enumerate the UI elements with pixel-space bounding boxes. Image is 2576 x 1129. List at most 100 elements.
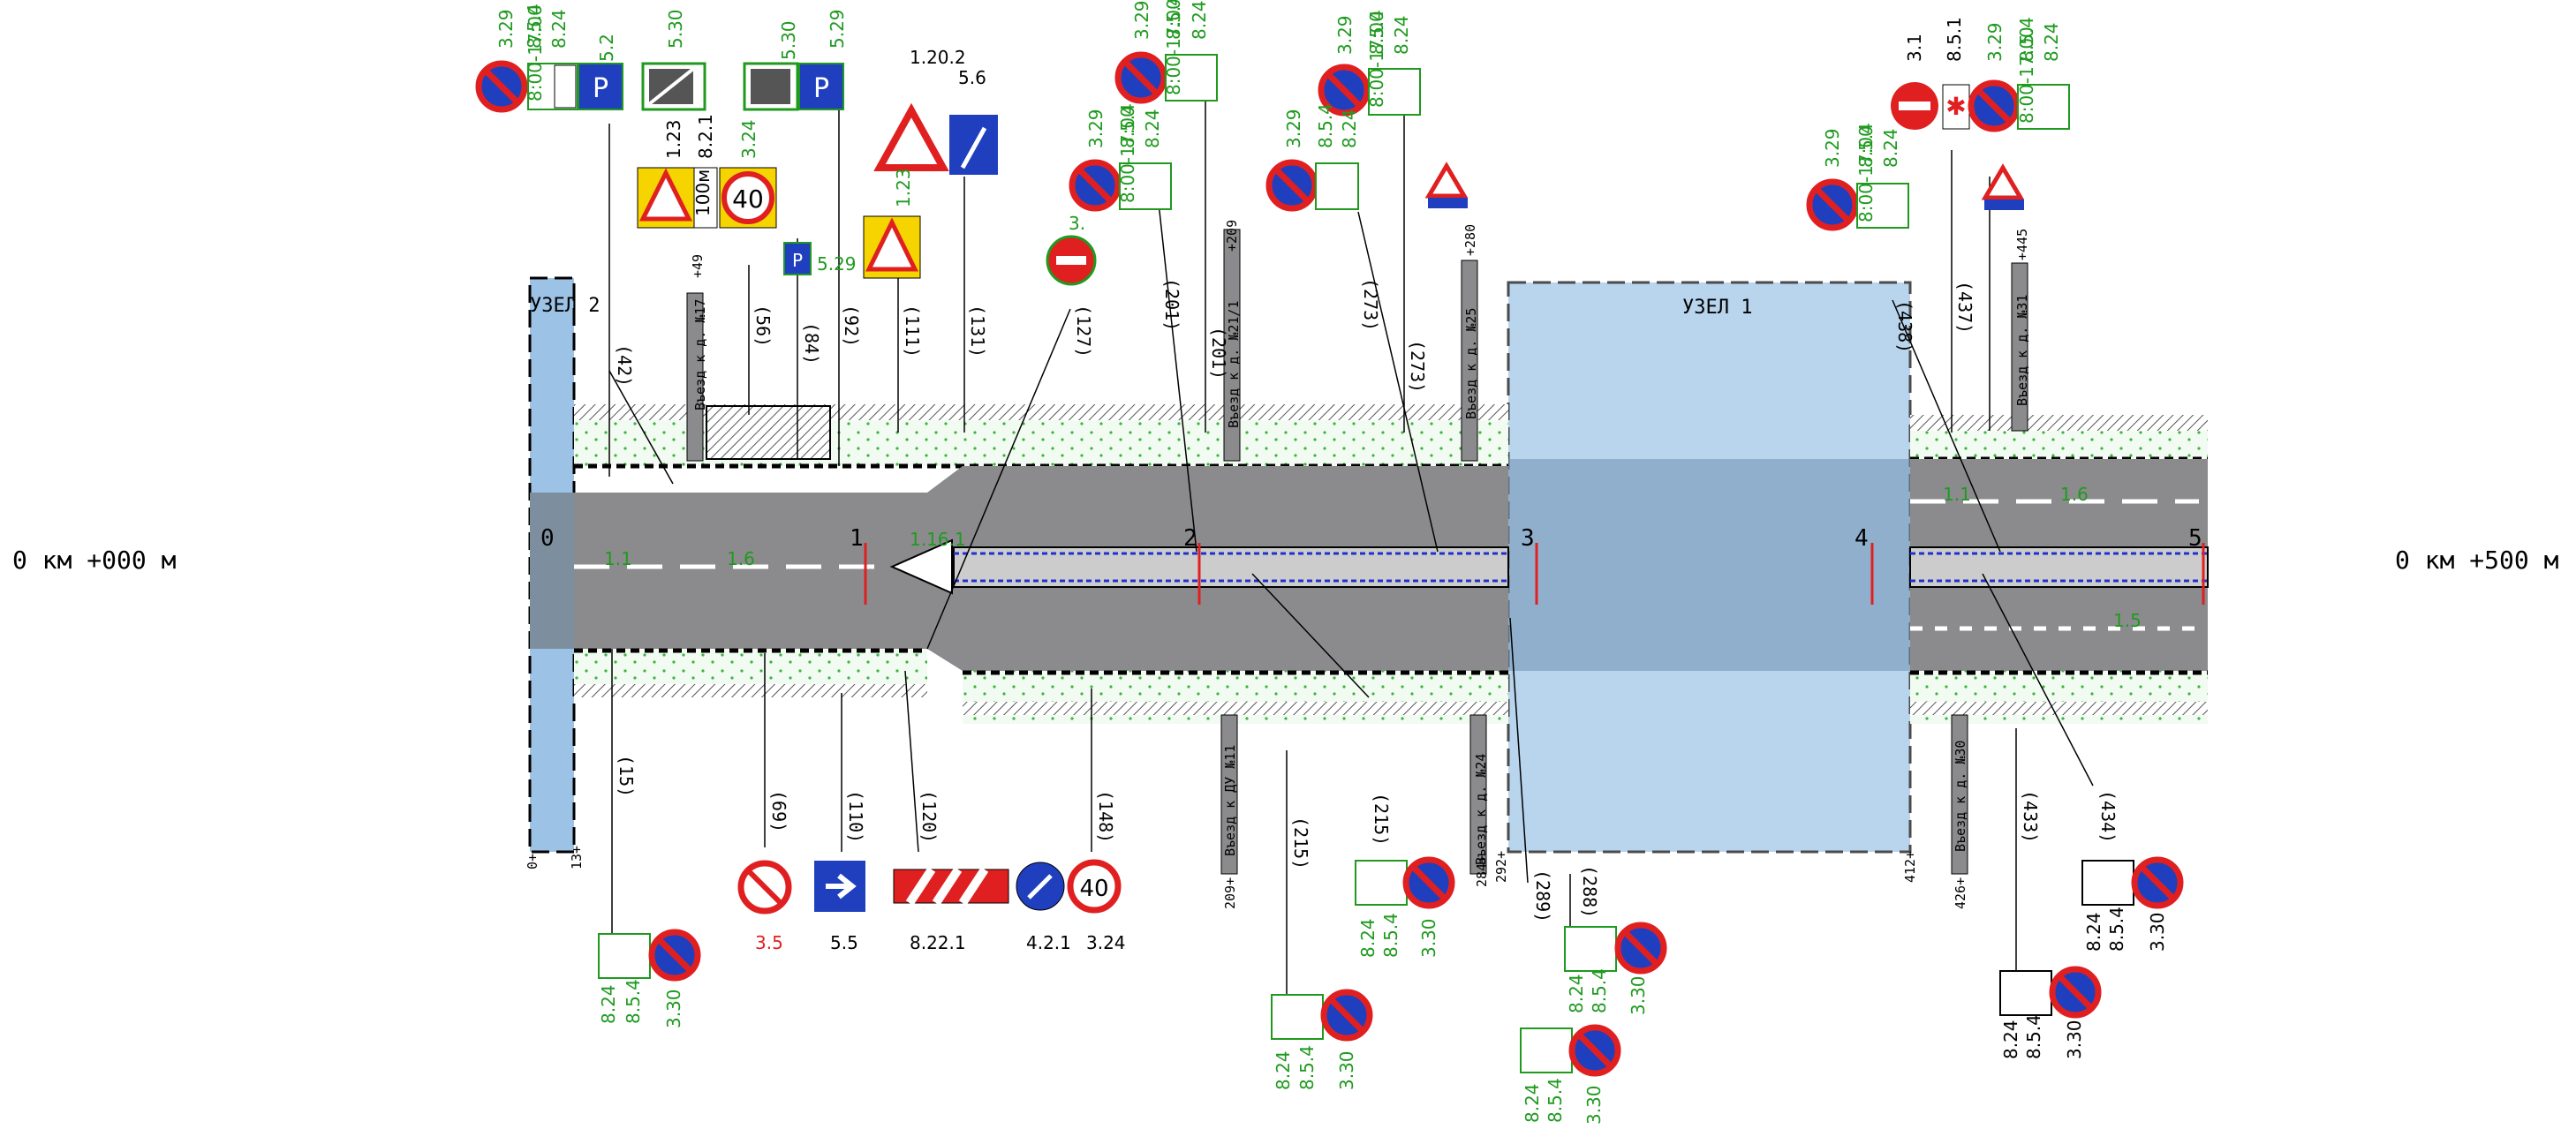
code-8-24: 8.24	[548, 9, 570, 49]
pos-84: (84)	[801, 322, 822, 365]
pos-273-b: (273)	[1407, 340, 1428, 393]
picket-5: 5	[2188, 525, 2202, 552]
picket-2: 2	[1183, 525, 1197, 552]
pos-434: (434)	[2097, 790, 2119, 843]
sign-group-110: 5.5	[814, 861, 865, 953]
pos-289: (289)	[1532, 869, 1553, 922]
code-3-30: 3.30	[663, 989, 684, 1028]
asterisk-icon: ✱	[1945, 92, 1966, 121]
sign-group-69: 3.5	[737, 860, 792, 953]
code-1-23: 1.23	[893, 168, 914, 207]
chainage-start: 0 км +000 м	[12, 546, 177, 575]
offset-13: 13+	[569, 846, 585, 869]
offset-292: 292+	[1493, 851, 1509, 883]
code-3-24: 3.24	[1086, 932, 1126, 953]
offset-0: 0+	[525, 854, 540, 869]
code-3-29: 3.29	[1984, 22, 2006, 62]
node-1-label: УЗЕЛ 1	[1682, 297, 1752, 319]
parking-sign-icon	[798, 63, 844, 110]
sign-group-437: ✱ 8:00-17:00 3.1 8.5.1 3.29 8.5.4 8.24	[1891, 17, 2070, 210]
driveway-25: Въезд к д. №25	[1463, 308, 1479, 419]
driveway-21: Въезд к д. №21/1	[1226, 301, 1242, 429]
pos-131: (131)	[967, 305, 988, 358]
code-3-29: 3.29	[495, 9, 517, 49]
picket-3: 3	[1521, 525, 1535, 552]
code-5-29: 5.29	[827, 9, 848, 49]
offset-280: +280	[1462, 224, 1478, 256]
pos-111: (111)	[902, 305, 923, 358]
time-plate: 8:00-17:00	[2016, 26, 2037, 124]
marking-1-16-1: 1.16.1	[910, 529, 966, 550]
code-3-29: 3.29	[1822, 128, 1843, 168]
code-3-5: 3.5	[755, 932, 783, 953]
code-8-24: 8.24	[1391, 15, 1412, 55]
code-8-22-1: 8.22.1	[910, 932, 966, 953]
pos-56: (56)	[752, 305, 774, 347]
pos-92: (92)	[841, 305, 862, 347]
sign-group-433: 8.24 8.5.4 3.30	[1999, 969, 2098, 1059]
sign-group-434: 8.24 8.5.4 3.30	[2081, 860, 2180, 952]
sign-group-120: 8.22.1 4.2.1	[893, 862, 1071, 953]
distance-plate: 100м	[692, 169, 714, 216]
offset-284: 284+	[1474, 855, 1490, 887]
time-plate: 8:00-17:00	[1163, 0, 1184, 95]
code-8-5-4: 8.5.4	[1855, 123, 1877, 168]
code-8-24: 8.24	[2041, 22, 2062, 62]
code-5-30: 5.30	[665, 9, 686, 49]
pos-127: (127)	[1073, 305, 1094, 358]
speed-value: 40	[732, 184, 764, 214]
code-1-23: 1.23	[663, 119, 684, 159]
code-8-5-4: 8.5.4	[1315, 103, 1336, 148]
code-8-5-4: 8.5.4	[1117, 103, 1138, 148]
driveways	[686, 229, 2028, 875]
code-8-5-1: 8.5.1	[1944, 17, 1965, 62]
code-8-24: 8.24	[1357, 918, 1379, 958]
pos-110: (110)	[845, 790, 866, 843]
code-8-5-4: 8.5.4	[2106, 907, 2127, 952]
position-labels: (42) (56) (84) (92) (111) (131) (127) (2…	[614, 278, 2119, 922]
driveway-24: Въезд к д. №24	[1473, 754, 1489, 865]
code-8-24: 8.24	[598, 984, 619, 1024]
parking-sign-icon	[578, 63, 623, 110]
code-3: 3.	[1069, 213, 1085, 234]
lane-markings	[574, 499, 2199, 631]
code-3-30: 3.30	[1628, 975, 1649, 1015]
code-8-24: 8.24	[1522, 1083, 1543, 1123]
code-5-30: 5.30	[778, 20, 799, 60]
marking-1-6-b: 1.6	[2060, 484, 2089, 505]
sign-group-215: 8.24 8.5.4 3.30 8.24 8.5.4 3.30	[1271, 860, 1452, 1090]
time-plate: 8:00-17:00	[525, 4, 546, 102]
driveway-dou11: Въезд к ДУ №11	[1222, 745, 1238, 856]
code-8-24: 8.24	[1189, 0, 1210, 40]
code-5-29: 5.29	[817, 253, 857, 275]
code-3-30: 3.30	[2147, 912, 2168, 952]
code-8-2-1: 8.2.1	[695, 114, 716, 159]
code-3-1: 3.1	[1904, 34, 1925, 62]
sign-group-56: 100м 40 1.23 8.2.1 3.24	[637, 114, 777, 229]
pos-201-b: (201)	[1208, 327, 1229, 380]
sign-group-42: 8:00-17:00 P 3.29 8.5.4 8.24 5.2 5.30	[479, 4, 706, 110]
sign-group-273-top: 8:00-17:00 3.29 8.5.4 8.24 3.29 8.5.4 8.…	[1269, 10, 1469, 209]
pos-215: (215)	[1290, 817, 1311, 869]
speed-limit-sign-icon	[1067, 859, 1122, 914]
code-3-30: 3.30	[1418, 918, 1439, 958]
sign-group-127: 3.	[1046, 213, 1097, 286]
leader-lines	[608, 88, 2094, 1006]
speed-value: 40	[1079, 876, 1108, 902]
time-plate: 8:00-17:00	[1855, 125, 1877, 222]
code-3-30: 3.30	[1336, 1050, 1357, 1090]
code-8-24: 8.24	[1142, 109, 1163, 148]
marking-1-5: 1.5	[2113, 610, 2142, 631]
code-3-29: 3.29	[1085, 109, 1107, 148]
sign-group-148: 40 3.24	[1067, 859, 1126, 953]
sign-group-92: P 5.30 5.29	[743, 9, 848, 111]
time-plate: 8:00-17:00	[1366, 11, 1387, 108]
median	[889, 538, 2209, 595]
offset-209-b: 209+	[1222, 877, 1238, 909]
sign-group-84: P 5.29	[783, 242, 857, 275]
sign-group-15: 8.24 8.5.4 3.30	[598, 932, 698, 1028]
picket-1: 1	[850, 525, 864, 552]
parking-letter: P	[593, 73, 608, 104]
pos-42: (42)	[614, 344, 635, 387]
chainage-end: 0 км +500 м	[2395, 546, 2559, 575]
